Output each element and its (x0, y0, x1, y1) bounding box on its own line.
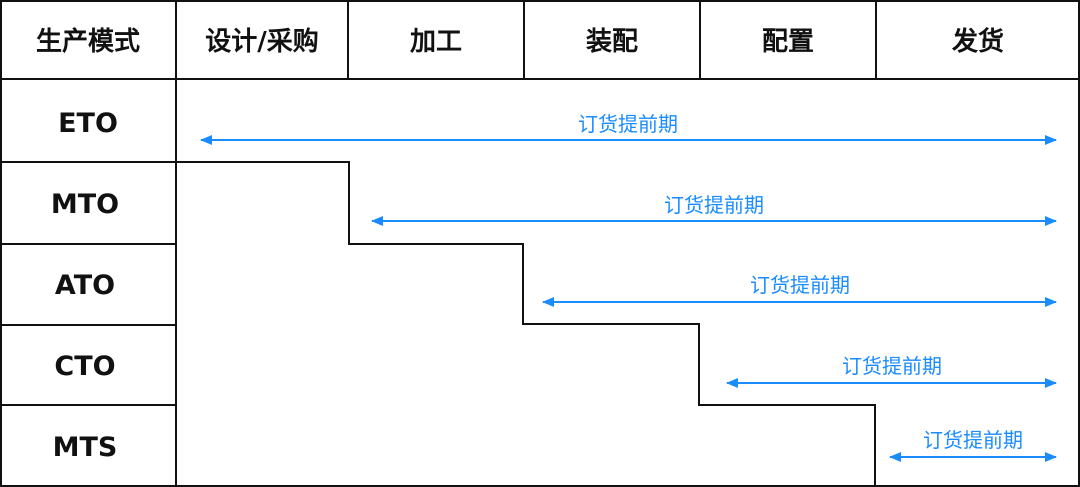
lead-time-label-mto: 订货提前期 (664, 193, 764, 217)
mode-label-mts: MTS (53, 432, 118, 463)
header-stage-configuration: 配置 (762, 27, 814, 57)
header-corner-label: 生产模式 (36, 27, 140, 57)
lead-time-label-mts: 订货提前期 (923, 428, 1023, 452)
lead-time-labels: 订货提前期 订货提前期 订货提前期 订货提前期 订货提前期 (578, 112, 1023, 452)
mode-label-mto: MTO (51, 189, 119, 220)
mode-label-eto: ETO (58, 108, 118, 139)
staircase-line (176, 161, 876, 487)
header-row: 生产模式 设计/采购 加工 装配 配置 发货 (36, 26, 1004, 57)
lead-time-label-cto: 订货提前期 (842, 354, 942, 378)
header-stage-design-purchase: 设计/采购 (205, 27, 319, 57)
header-stage-processing: 加工 (410, 27, 462, 57)
lead-time-label-eto: 订货提前期 (578, 112, 678, 136)
lead-time-label-ato: 订货提前期 (750, 273, 850, 297)
lead-time-arrows (200, 135, 1057, 462)
mode-label-cto: CTO (54, 351, 115, 382)
header-stage-shipping: 发货 (951, 26, 1004, 57)
mode-label-ato: ATO (55, 270, 115, 301)
header-stage-assembly: 装配 (586, 27, 638, 57)
mode-labels: ETO MTO ATO CTO MTS (51, 108, 119, 463)
